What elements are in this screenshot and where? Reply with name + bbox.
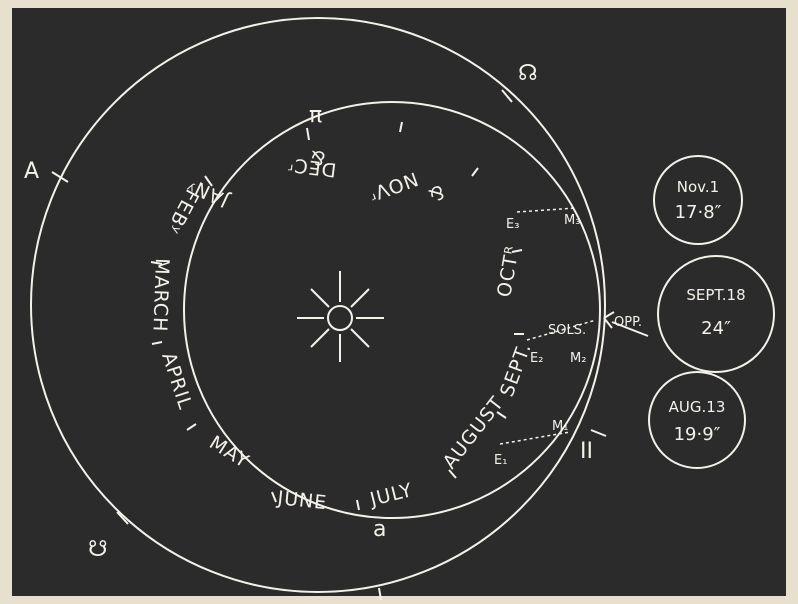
amp-1: &	[309, 146, 327, 169]
svg-text:19·9″: 19·9″	[674, 424, 721, 445]
gemini-label: II	[580, 439, 593, 464]
point-a-label: a	[373, 517, 386, 542]
e3-label: E₃	[506, 217, 519, 232]
svg-text:AUG.13: AUG.13	[669, 398, 726, 416]
sols-label: SOLS.	[548, 323, 586, 338]
ascending-node-icon: ☊	[518, 61, 538, 86]
aphelion-label: A	[24, 159, 39, 184]
svg-text:SEPT.18: SEPT.18	[686, 286, 745, 304]
svg-text:Nov.1: Nov.1	[677, 178, 719, 196]
svg-text:17·8″: 17·8″	[675, 202, 722, 223]
e1-label: E₁	[494, 453, 507, 468]
blackboard	[12, 8, 786, 596]
descending-node-icon: ☋	[88, 537, 108, 562]
m2-label: M₂	[570, 351, 586, 366]
perihelion-label: π	[309, 103, 322, 128]
month-march: MARCH	[148, 258, 173, 333]
m1-label: M₁	[552, 419, 568, 434]
m3-label: M₃	[564, 213, 580, 228]
e2-label: E₂	[530, 351, 543, 366]
svg-text:24″: 24″	[701, 318, 731, 339]
